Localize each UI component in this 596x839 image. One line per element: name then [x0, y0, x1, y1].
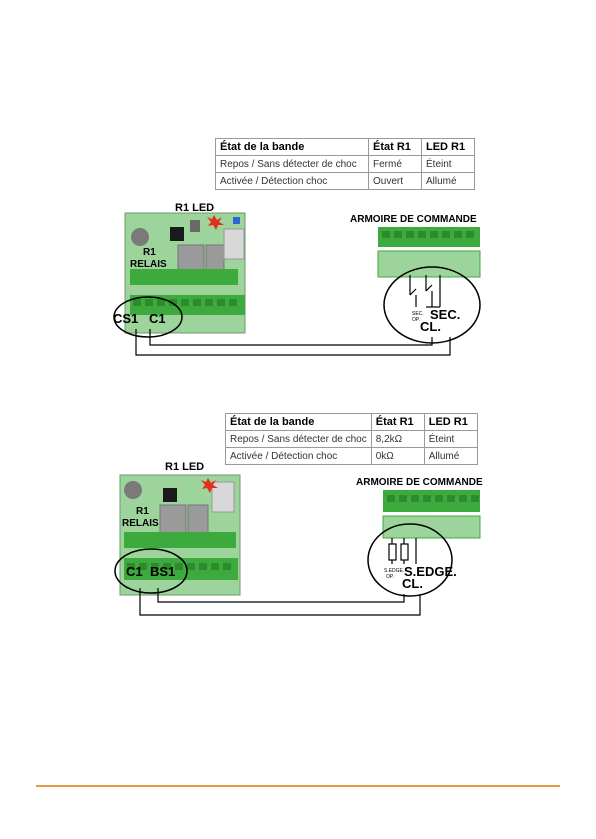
table-cell: Activée / Détection choc [215, 172, 369, 190]
table-header: État R1 [370, 413, 425, 431]
terminal-highlight-ellipse [114, 548, 188, 594]
board-chip [163, 488, 177, 502]
terminal-label-right: BS1 [150, 564, 175, 579]
table-row: Activée / Détection choc Ouvert Allumé [215, 172, 475, 190]
table-cell: 8,2kΩ [370, 430, 425, 448]
board-connector [223, 228, 245, 260]
contact-highlight-ellipse [367, 523, 453, 597]
table-header: État de la bande [215, 138, 369, 156]
led-label: R1 LED [165, 461, 204, 473]
cabinet-label: ARMOIRE DE COMMANDE [350, 214, 477, 225]
relay-label: RELAIS [122, 518, 159, 529]
board-blue-component [233, 217, 240, 224]
wiring-diagram-1: R1 LED R1 RELAIS CS1 C1 ARMOIRE DE COMMA… [113, 202, 481, 356]
terminal-block [130, 269, 238, 285]
contact-big-label: CL. [402, 576, 423, 591]
contact-small-label: S.EDGE. [384, 568, 404, 574]
table-cell: Ouvert [368, 172, 422, 190]
table-header: État de la bande [225, 413, 372, 431]
resistor-symbol [388, 538, 417, 564]
state-table-2: État de la bande État R1 LED R1 Repos / … [225, 413, 478, 465]
table-cell: Repos / Sans détecter de choc [215, 155, 369, 173]
board-relay [187, 504, 209, 534]
contact-big-label: S.EDGE. [404, 564, 457, 579]
cabinet-terminal-block [382, 515, 481, 539]
contact-small-label: OP. [412, 317, 420, 323]
wire [149, 329, 433, 346]
table-row: Repos / Sans détecter de choc Fermé Étei… [215, 155, 475, 173]
cabinet-screws [382, 231, 474, 238]
board-relay [205, 244, 225, 272]
wiring-diagram-2: R1 LED R1 RELAIS C1 BS1 ARMOIRE DE COMMA… [114, 461, 483, 616]
wire [157, 588, 405, 603]
cabinet-terminal-block [383, 490, 480, 512]
table-header: LED R1 [423, 413, 478, 431]
wire [139, 588, 421, 616]
table-cell: 0kΩ [370, 447, 425, 465]
board-connector [211, 481, 235, 513]
footer-divider [36, 785, 560, 787]
board-component [190, 220, 200, 232]
table-cell: Fermé [368, 155, 422, 173]
relay-contact-symbol [409, 275, 441, 308]
board-chip [170, 227, 184, 241]
table-header: État R1 [368, 138, 422, 156]
terminal-screws [127, 563, 231, 570]
table-cell: Activée / Détection choc [225, 447, 372, 465]
relay-label: R1 [136, 506, 149, 517]
contact-small-label: SEC. [412, 311, 424, 317]
table-row: Activée / Détection choc 0kΩ Allumé [225, 447, 478, 465]
terminal-highlight-ellipse [113, 296, 183, 338]
table-row: Repos / Sans détecter de choc 8,2kΩ Étei… [225, 430, 478, 448]
board-capacitor [131, 228, 149, 246]
board-relay [159, 504, 187, 534]
board-relay [177, 244, 205, 272]
terminal-label-right: C1 [149, 311, 166, 326]
cabinet-terminal-block [377, 250, 481, 278]
cabinet-screws [387, 495, 479, 502]
terminal-label-left: C1 [126, 564, 143, 579]
table-cell: Éteint [421, 155, 475, 173]
contact-big-label: CL. [420, 319, 441, 334]
cabinet-terminal-block [378, 227, 480, 247]
state-table-1: État de la bande État R1 LED R1 Repos / … [215, 138, 475, 190]
led-indicator-icon [207, 215, 224, 230]
led-label: R1 LED [175, 202, 214, 214]
contact-small-label: OP. [386, 574, 394, 580]
terminal-screws [133, 299, 237, 306]
terminal-block [124, 532, 236, 548]
contact-big-label: SEC. [430, 307, 460, 322]
table-cell: Allumé [423, 447, 478, 465]
table-header: LED R1 [421, 138, 475, 156]
led-indicator-icon [201, 478, 218, 493]
terminal-label-left: CS1 [113, 311, 138, 326]
wire [135, 329, 451, 356]
table-cell: Allumé [421, 172, 475, 190]
table-cell: Éteint [423, 430, 478, 448]
relay-label: R1 [143, 247, 156, 258]
table-cell: Repos / Sans détecter de choc [225, 430, 372, 448]
cabinet-label: ARMOIRE DE COMMANDE [356, 477, 483, 488]
board-capacitor [124, 481, 142, 499]
relay-label: RELAIS [130, 259, 167, 270]
